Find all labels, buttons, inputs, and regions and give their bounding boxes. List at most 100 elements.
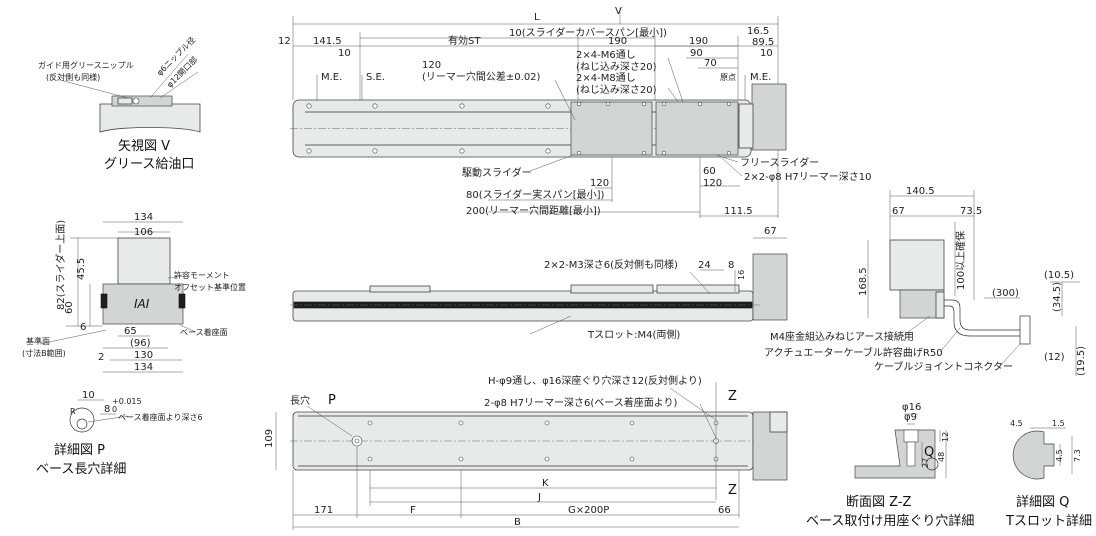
iai-logo: IAI: [134, 297, 150, 311]
origin-label: 原点: [720, 73, 736, 82]
top-holes: [306, 101, 732, 156]
slider-cover-span: 10(スライダーカバースパン[最小]): [509, 26, 667, 39]
free-slider-label: フリースライダー: [740, 156, 819, 169]
dim-96: (96): [130, 338, 151, 349]
dim-10: 10: [338, 48, 351, 59]
cable-dim-19-5: (19.5): [1076, 346, 1087, 376]
q-marker: Q: [924, 445, 934, 460]
long-hole-label: 長穴: [290, 394, 310, 407]
view-v-title: 矢視図 V: [118, 139, 170, 154]
h-hole-note: H-φ9通し、φ16深座ぐり穴深さ12(反対側より): [488, 374, 702, 387]
motor-dim-100: 100以上確保: [954, 231, 967, 290]
se-label: S.E.: [366, 72, 385, 83]
q-dim-4-5b: 4.5: [1055, 449, 1064, 462]
motor-dim-67: 67: [892, 206, 905, 217]
dim-12: 12: [278, 36, 291, 47]
detail-p-tol-up: +0.015: [112, 397, 142, 406]
dim-109: 109: [264, 429, 275, 448]
dim-171: 171: [314, 505, 333, 516]
dim-120b: 120: [703, 178, 722, 189]
dim-B: B: [514, 517, 521, 528]
bottom-holes: [351, 420, 719, 462]
zz-phi16: φ16: [902, 402, 921, 413]
motor-view: 140.5 67 73.5 168.5 100以上確保 (300) (10.5)…: [764, 186, 1087, 376]
dim-G: G×200P: [568, 505, 609, 516]
side-dim-8: 8: [728, 260, 734, 271]
reamer-h7-note: 2×2-φ8 H7リーマー深さ10: [744, 171, 871, 183]
dim-K: K: [542, 478, 549, 489]
detail-p-dim-8: 8: [104, 404, 110, 415]
dim-134b: 134: [134, 362, 153, 373]
dim-65: 65: [124, 326, 137, 337]
m4-ground-note: M4座金組込みねじアース接続用: [770, 330, 914, 343]
dim-effective-st: 有効ST: [448, 34, 481, 47]
zz-dim-48: 48: [937, 452, 946, 462]
m8-depth-note: (ねじ込み深さ20): [576, 84, 657, 96]
p-marker: P: [328, 393, 336, 408]
detail-p-dim-10: 10: [82, 390, 95, 401]
reamer-pitch-tol-label: (リーマー穴間公差±0.02): [422, 70, 541, 83]
dim-16-5: 16.5: [747, 26, 769, 37]
m8-note: 2×4-M8通し: [576, 72, 636, 84]
dim-F: F: [410, 505, 416, 516]
dim-2: 2: [98, 352, 104, 363]
dim-60-end: 60: [64, 301, 75, 314]
section-zz-title: 断面図 Z-Z: [846, 495, 912, 510]
drive-slider-label: 駆動スライダー: [462, 166, 532, 179]
reamer-distance: 200(リーマー穴間距離[最小]): [466, 204, 601, 217]
dim-10b: 10: [760, 48, 773, 59]
detail-p-depth: ベース着座面より深さ6: [118, 412, 203, 422]
dim-6: 6: [80, 322, 86, 333]
end-view: IAI 134 106 82(スライダー上面) 45.5 60 6 許容モーメン…: [22, 212, 246, 373]
detail-p-title: 詳細図 P: [54, 442, 105, 458]
reference-range-label: (寸法B範囲): [22, 348, 66, 358]
top-view: V L 12 141.5 10 有効ST 10(スライダーカバースパン[最小])…: [278, 6, 871, 218]
cable-dim-34-5: (34.5): [1052, 282, 1063, 312]
cable-dim-300: (300): [992, 288, 1019, 299]
detail-p-subtitle: ベース長穴詳細: [36, 461, 126, 477]
motor-dim-168-5: 168.5: [858, 267, 869, 296]
dim-89-5: 89.5: [752, 37, 774, 48]
detail-q-subtitle: Tスロット詳細: [1005, 513, 1092, 529]
reamer-pitch-label: 120: [422, 60, 441, 71]
moment-offset-label: オフセット基準位置: [174, 282, 246, 292]
detail-q-title: 詳細図 Q: [1016, 494, 1069, 510]
dim-190a: 190: [608, 36, 627, 47]
zz-dim-27: 27: [921, 458, 930, 468]
zz-dim-12: 12: [941, 432, 950, 442]
dim-90: 90: [690, 48, 703, 59]
section-zz: φ16 φ9 12 27 48 Q 断面図 Z-Z ベース取付け用座ぐり穴詳細: [806, 402, 974, 529]
bottom-reamer-note: 2-φ8 H7リーマー深さ6(ベース着座面より): [484, 396, 678, 409]
cable-connector-label: ケーブルジョイントコネクター: [874, 360, 1013, 373]
dim-L: L: [534, 12, 540, 23]
motor-dim-140-5: 140.5: [906, 186, 935, 197]
dim-66: 66: [718, 505, 731, 516]
base-surface-label: ベース着座面: [180, 327, 228, 337]
cable-bend-note: アクチュエーターケーブル許容曲げR50: [764, 346, 943, 359]
dim-106: 106: [134, 227, 153, 238]
slider-actual-span: 80(スライダー実スパン[最小]): [466, 188, 605, 201]
side-dim-16: 16: [737, 270, 746, 280]
grease-view: ガイド用グリースニップル (反対側も同様) φ6ニップル径 φ12開口部 矢視図…: [38, 35, 201, 172]
z-marker-bottom: Z: [728, 483, 737, 498]
detail-p-r: R: [70, 407, 76, 416]
cable-dim-10-5: (10.5): [1044, 270, 1074, 281]
m6-note: 2×4-M6通し: [576, 49, 636, 61]
dim-111-5: 111.5: [724, 206, 753, 217]
side-view: 2×2-M3深さ6(反対側も同様) 24 8 16 67 Tスロット:M4(両側…: [290, 226, 788, 341]
view-v-marker: V: [615, 6, 622, 17]
dim-120a: 120: [590, 178, 609, 189]
dim-70: 70: [704, 58, 717, 69]
dim-J: J: [537, 492, 541, 503]
motor-dim-73-5: 73.5: [960, 206, 982, 217]
me-left-label: M.E.: [321, 72, 342, 83]
section-zz-subtitle: ベース取付け用座ぐり穴詳細: [806, 513, 974, 529]
zz-phi9: φ9: [904, 412, 917, 423]
bottom-view: H-φ9通し、φ16深座ぐり穴深さ12(反対側より) 2-φ8 H7リーマー深さ…: [264, 374, 788, 530]
grease-nipple-label: ガイド用グリースニップル: [38, 60, 134, 70]
z-marker-top: Z: [728, 389, 737, 404]
me-right-label: M.E.: [750, 72, 771, 83]
slider-top-dim: 82(スライダー上面): [54, 220, 67, 310]
dim-134a: 134: [134, 212, 153, 223]
